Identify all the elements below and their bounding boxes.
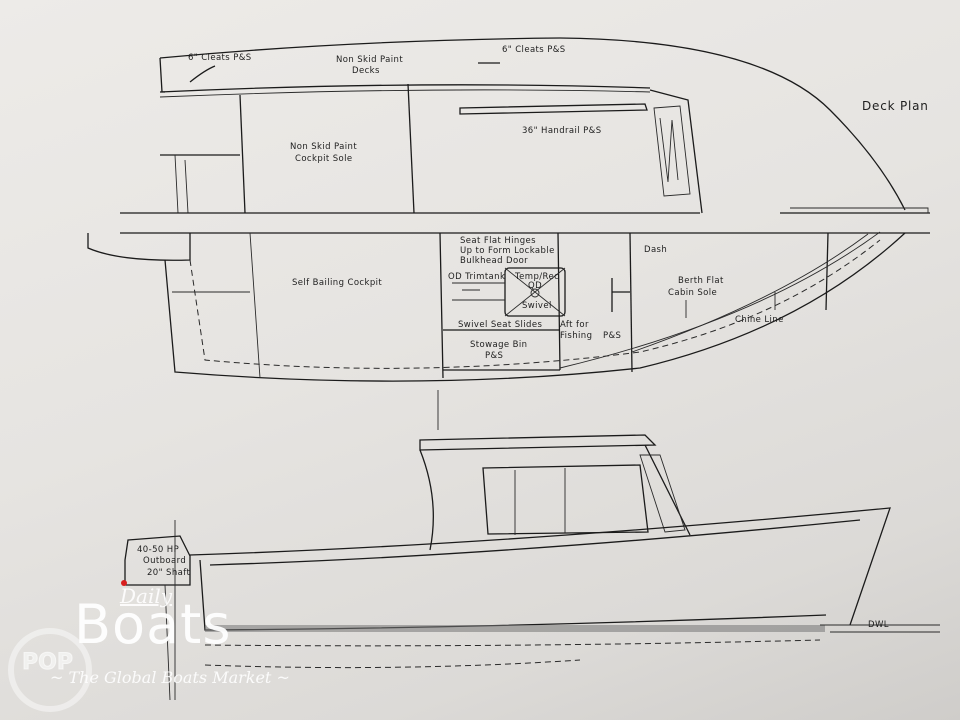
label-berth-2: Cabin Sole bbox=[668, 288, 717, 298]
waterline-hatch bbox=[205, 625, 825, 632]
label-outboard-2: Outboard bbox=[143, 556, 186, 566]
label-od-trimtank: OD Trimtank bbox=[448, 272, 505, 282]
label-aft-fishing-2: Fishing bbox=[560, 331, 592, 341]
label-swivel-slides: Swivel Seat Slides bbox=[458, 320, 542, 330]
label-self-bailing: Self Bailing Cockpit bbox=[292, 278, 382, 288]
label-non-skid-decks-2: Decks bbox=[352, 66, 380, 76]
watermark-daily: Daily bbox=[120, 584, 173, 608]
label-aft-fishing-1: Aft for bbox=[560, 320, 589, 330]
label-handrail: 36" Handrail P&S bbox=[522, 126, 602, 136]
deck-plan bbox=[87, 37, 930, 430]
pop-badge-text: POP bbox=[22, 650, 74, 676]
label-seat-flat-3: Bulkhead Door bbox=[460, 256, 528, 266]
label-stowage-1: Stowage Bin bbox=[470, 340, 527, 350]
pop-badge-ring bbox=[8, 628, 92, 712]
label-cockpit-sole-1: Non Skid Paint bbox=[290, 142, 357, 152]
label-seat-flat-2: Up to Form Lockable bbox=[460, 246, 555, 256]
label-stowage-2: P&S bbox=[485, 351, 503, 361]
label-dwl: DWL bbox=[868, 620, 889, 630]
watermark-boats: Boats bbox=[74, 593, 232, 656]
label-dash: Dash bbox=[644, 245, 667, 255]
label-berth-1: Berth Flat bbox=[678, 276, 724, 286]
label-cleats-right: 6" Cleats P&S bbox=[502, 45, 566, 55]
label-outboard-1: 40-50 HP bbox=[137, 545, 179, 555]
label-wheel-ps: P&S bbox=[603, 331, 621, 341]
label-non-skid-decks-1: Non Skid Paint bbox=[336, 55, 403, 65]
label-qd: QD bbox=[528, 281, 542, 291]
watermark-tagline: ~ The Global Boats Market ~ bbox=[50, 668, 290, 687]
label-swivel: Swivel bbox=[522, 301, 552, 311]
profile-view bbox=[121, 434, 940, 701]
label-cockpit-sole-2: Cockpit Sole bbox=[295, 154, 353, 164]
label-cleats-left: 6" Cleats P&S bbox=[188, 53, 252, 63]
label-outboard-3: 20" Shaft bbox=[147, 568, 190, 578]
deck-plan-title: Deck Plan bbox=[862, 99, 929, 113]
label-seat-flat-1: Seat Flat Hinges bbox=[460, 236, 536, 246]
label-temp: Temp/Rec bbox=[514, 272, 559, 282]
label-chine-line: Chine Line bbox=[735, 315, 784, 325]
drawing-labels: 6" Cleats P&S 6" Cleats P&S Non Skid Pai… bbox=[137, 45, 929, 630]
